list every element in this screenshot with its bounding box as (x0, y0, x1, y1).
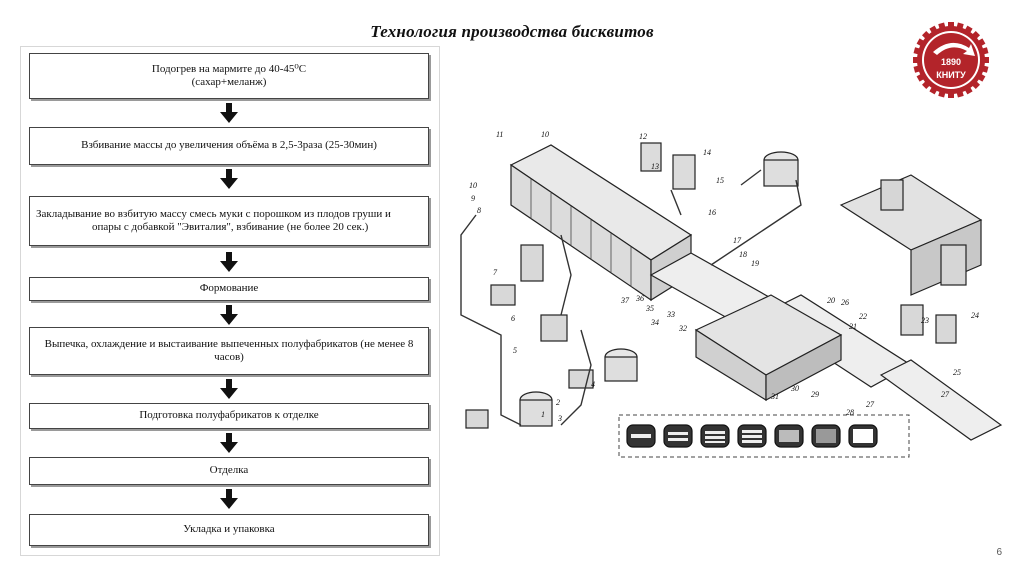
flow-step-1: Подогрев на мармите до 40-45⁰С (сахар+ме… (29, 53, 429, 99)
gear-tooth (913, 57, 921, 63)
scheme-label: 32 (678, 324, 687, 333)
scheme-label: 21 (849, 322, 857, 331)
scheme-label: 12 (639, 132, 647, 141)
flow-step-3-line1: Закладывание во взбитую массу смесь муки… (36, 207, 391, 220)
scheme-label: 10 (541, 130, 549, 139)
gear-tooth (916, 38, 927, 48)
scheme-label: 16 (708, 208, 716, 217)
scheme-label: 37 (620, 296, 630, 305)
flow-step-2-line1: Взбивание массы до увеличения объёма в 2… (81, 139, 377, 152)
scheme-label: 36 (635, 294, 644, 303)
flow-step-8-line1: Укладка и упаковка (183, 523, 275, 536)
scheme-label: 6 (511, 314, 515, 323)
flow-step-3-line2: опары с добавкой "Эвиталия", взбивание (… (92, 221, 369, 233)
gear-tooth (975, 38, 986, 48)
logo-name: КНИТУ (936, 70, 966, 80)
scheme-label: 33 (666, 310, 675, 319)
arrow-down-icon (220, 252, 238, 272)
gear-tooth (913, 64, 923, 73)
logo-year: 1890 (941, 57, 961, 67)
gear-tooth (963, 25, 973, 36)
scheme-label: 11 (496, 130, 503, 139)
scheme-label: 10 (469, 181, 477, 190)
scheme-label: 9 (471, 194, 475, 203)
scheme-label: 34 (650, 318, 659, 327)
flow-step-6: Подготовка полуфабрикатов к отделке (29, 403, 429, 429)
arrow-down-icon (220, 379, 238, 399)
production-line-scheme: 1 2 3 4 5 6 7 8 9 10 10 11 12 13 14 15 1… (441, 125, 1007, 471)
arrow-down-icon (220, 433, 238, 453)
scheme-label: 19 (751, 259, 759, 268)
gear-tooth (955, 88, 964, 98)
gear-tooth (970, 31, 980, 41)
gear-tooth (981, 57, 989, 63)
scheme-label: 31 (770, 392, 779, 401)
flow-step-2: Взбивание массы до увеличения объёма в 2… (29, 127, 429, 165)
scheme-label: 3 (557, 414, 562, 423)
gear-tooth (929, 84, 939, 95)
gear-tooth (955, 22, 964, 32)
scheme-label: 8 (477, 206, 481, 215)
arrow-down-icon (220, 169, 238, 189)
page-number: 6 (996, 547, 1002, 558)
scheme-label: 17 (733, 236, 742, 245)
arrow-down-icon (220, 489, 238, 509)
flow-step-1-line2: (сахар+меланж) (191, 76, 267, 88)
flow-step-4-line1: Формование (199, 282, 259, 295)
scheme-label: 24 (971, 311, 979, 320)
gear-tooth (922, 79, 932, 89)
university-logo: 1890 КНИТУ (913, 22, 989, 98)
flow-step-7: Отделка (29, 457, 429, 485)
scheme-label: 23 (921, 316, 929, 325)
gear-tooth (929, 25, 939, 36)
flow-step-1-line1: Подогрев на мармите до 40-45⁰С (151, 62, 307, 75)
flow-step-5: Выпечка, охлаждение и выстаивание выпече… (29, 327, 429, 375)
scheme-label: 28 (846, 408, 854, 417)
scheme-label: 13 (651, 162, 659, 171)
gear-tooth (963, 84, 973, 95)
scheme-label: 7 (493, 268, 498, 277)
flow-step-6-line1: Подготовка полуфабрикатов к отделке (139, 409, 319, 422)
scheme-label: 29 (811, 390, 819, 399)
scheme-label: 20 (827, 296, 835, 305)
gear-tooth (948, 22, 954, 30)
gear-tooth (922, 31, 932, 41)
gear-tooth (979, 47, 989, 56)
gear-tooth (979, 64, 989, 73)
arrow-down-icon (220, 103, 238, 123)
scheme-label: 25 (953, 368, 961, 377)
scheme-label: 35 (645, 304, 654, 313)
process-flowchart: Подогрев на мармите до 40-45⁰С (сахар+ме… (20, 46, 440, 556)
flow-step-4: Формование (29, 277, 429, 301)
scheme-label: 22 (859, 312, 867, 321)
arrow-down-icon (220, 305, 238, 325)
scheme-label: 30 (790, 384, 799, 393)
flow-step-7-line1: Отделка (209, 464, 249, 477)
scheme-label: 14 (703, 148, 711, 157)
scheme-label: 27 (866, 400, 875, 409)
gear-tooth (938, 22, 947, 32)
scheme-label: 1 (541, 410, 545, 419)
gear-tooth (975, 72, 986, 82)
slide-title: Технология производства бисквитов (370, 22, 654, 41)
scheme-label: 2 (556, 398, 560, 407)
flow-step-3: Закладывание во взбитую массу смесь муки… (29, 196, 429, 246)
flow-step-5-line2: часов) (214, 351, 244, 363)
scheme-label: 27 (941, 390, 950, 399)
flow-step-5-line1: Выпечка, охлаждение и выстаивание выпече… (44, 337, 414, 350)
scheme-label: 4 (591, 380, 595, 389)
gear-tooth (970, 79, 980, 89)
gear-tooth (938, 88, 947, 98)
scheme-label: 26 (841, 298, 849, 307)
scheme-label: 5 (513, 346, 517, 355)
gear-tooth (948, 90, 954, 98)
flow-step-8: Укладка и упаковка (29, 514, 429, 546)
scheme-label: 18 (739, 250, 747, 259)
scheme-label: 15 (716, 176, 724, 185)
gear-tooth (913, 47, 923, 56)
gear-tooth (916, 72, 927, 82)
